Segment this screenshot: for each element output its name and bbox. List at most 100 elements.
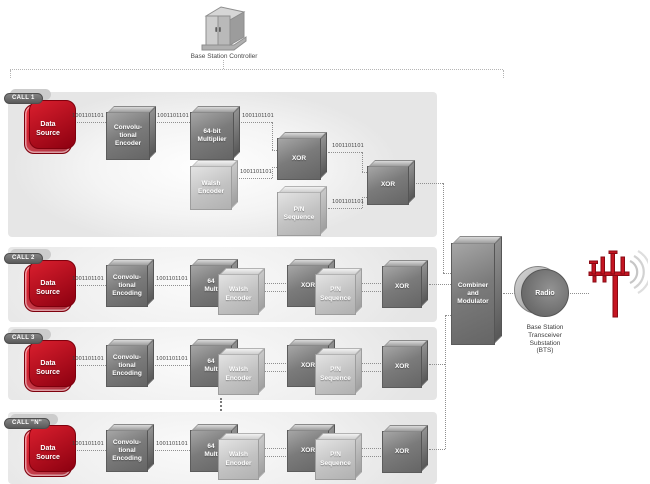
connector-line	[358, 456, 383, 457]
connector-line	[358, 291, 383, 292]
connector-line	[362, 197, 367, 198]
box-label: Convolu- tional Encoding	[112, 273, 142, 298]
bts-label: Base Station Transceiver Substation (BTS…	[526, 324, 564, 355]
connector-line	[261, 448, 288, 449]
box-label: XOR	[394, 447, 410, 455]
connector-line	[155, 365, 190, 366]
convolutional-encoder-box: Convolu- tional Encoding	[106, 430, 148, 472]
combiner-modulator-box: Combiner and Modulator	[451, 243, 495, 345]
connector-line	[429, 364, 445, 365]
pn-sequence-box: P/N Sequence	[315, 354, 356, 395]
radio-icon: Radio	[521, 269, 569, 317]
convolutional-encoder-box: Convolu- tional Encoding	[106, 265, 148, 307]
connector-line	[429, 449, 445, 450]
bit-stream-label: 1001101101	[332, 199, 364, 205]
box-label: Data Source	[36, 359, 60, 376]
connector-line	[241, 122, 272, 123]
badge-label: CALL 3	[4, 332, 43, 344]
bit-stream-label: 1001101101	[156, 356, 188, 362]
connector-line	[567, 293, 589, 294]
box-label: Combiner and Modulator	[457, 281, 489, 306]
box-label: P/N Sequence	[320, 451, 351, 467]
xor-box: XOR	[367, 166, 409, 205]
box-label: Walsh Encoder	[197, 179, 224, 195]
xor-box: XOR	[382, 346, 422, 388]
connector-line	[362, 172, 367, 173]
connector-line	[261, 456, 288, 457]
convolutional-encoder-box: Convolu- tional Encoding	[106, 345, 148, 387]
xor-box: XOR	[277, 138, 321, 180]
connector-line	[503, 70, 504, 78]
connector-line	[261, 371, 288, 372]
connector-line	[503, 293, 519, 294]
box-label: Convolu- tional Encoding	[112, 353, 142, 378]
box-label: P/N Sequence	[320, 286, 351, 302]
box-label: XOR	[394, 282, 410, 290]
connector-line	[272, 150, 277, 151]
connector-line	[157, 122, 190, 123]
box-label: Walsh Encoder	[225, 366, 252, 382]
connector-line	[362, 152, 363, 172]
call-2-badge: CALL 2	[4, 246, 51, 264]
connector-line	[155, 450, 190, 451]
connector-line	[71, 365, 106, 366]
data-source-box: Data Source	[24, 425, 76, 477]
bit-stream-label: 1001101101	[332, 143, 364, 149]
pn-sequence-box: P/N Sequence	[315, 274, 356, 315]
badge-label: CALL "N"	[4, 417, 50, 429]
data-source-box: Data Source	[24, 100, 76, 154]
box-label: Data Source	[36, 120, 60, 137]
box-label: P/N Sequence	[283, 205, 315, 221]
bit-stream-label: 1001101101	[156, 441, 188, 447]
connector-line	[272, 167, 277, 168]
connector-line	[71, 122, 106, 123]
badge-label: CALL 2	[4, 252, 43, 264]
box-label: P/N Sequence	[320, 366, 351, 382]
antenna-icon	[588, 250, 648, 318]
connector-line	[358, 371, 383, 372]
box-label: Data Source	[36, 444, 60, 461]
box-label: XOR	[300, 361, 316, 369]
bit-stream-label: 1001101101	[72, 113, 104, 119]
pn-sequence-box: P/N Sequence	[315, 439, 356, 480]
multiplier-box: 64-bit Multiplier	[190, 112, 234, 160]
box-label: Walsh Encoder	[225, 451, 252, 467]
box-label: XOR	[291, 154, 307, 162]
connector-line	[429, 284, 451, 285]
connector-line	[261, 291, 288, 292]
bit-stream-label: 1001101101	[242, 113, 274, 119]
connector-line	[10, 69, 503, 70]
connector-line	[358, 448, 383, 449]
walsh-encoder-box: Walsh Encoder	[190, 166, 232, 210]
connector-line	[261, 283, 288, 284]
connector-line	[272, 122, 273, 150]
connector-line	[328, 152, 362, 153]
call-1-badge: CALL 1	[4, 86, 51, 104]
connector-line	[239, 178, 272, 179]
connector-line	[10, 70, 11, 78]
connector-line	[416, 183, 443, 184]
connector-line	[362, 197, 363, 208]
connector-line	[155, 285, 190, 286]
box-label: Walsh Encoder	[225, 286, 252, 302]
bit-stream-label: 1001101101	[240, 169, 272, 175]
box-label: 64-bit Multiplier	[197, 127, 227, 143]
data-source-box: Data Source	[24, 340, 76, 392]
box-label: 64 Mult	[204, 442, 218, 458]
connector-line	[443, 183, 444, 273]
connector-line	[71, 450, 106, 451]
call-3-badge: CALL 3	[4, 326, 51, 344]
connector-line	[445, 315, 451, 316]
walsh-encoder-box: Walsh Encoder	[218, 274, 259, 315]
connector-line	[445, 315, 446, 449]
pn-sequence-box: P/N Sequence	[277, 192, 321, 236]
connector-line	[261, 363, 288, 364]
box-label: XOR	[394, 362, 410, 370]
box-label: Data Source	[36, 279, 60, 296]
bit-stream-label: 1001101101	[157, 113, 189, 119]
box-label: XOR	[300, 446, 316, 454]
xor-box: XOR	[382, 266, 422, 308]
walsh-encoder-box: Walsh Encoder	[218, 439, 259, 480]
connector-line	[328, 208, 362, 209]
connector-line	[223, 60, 224, 69]
